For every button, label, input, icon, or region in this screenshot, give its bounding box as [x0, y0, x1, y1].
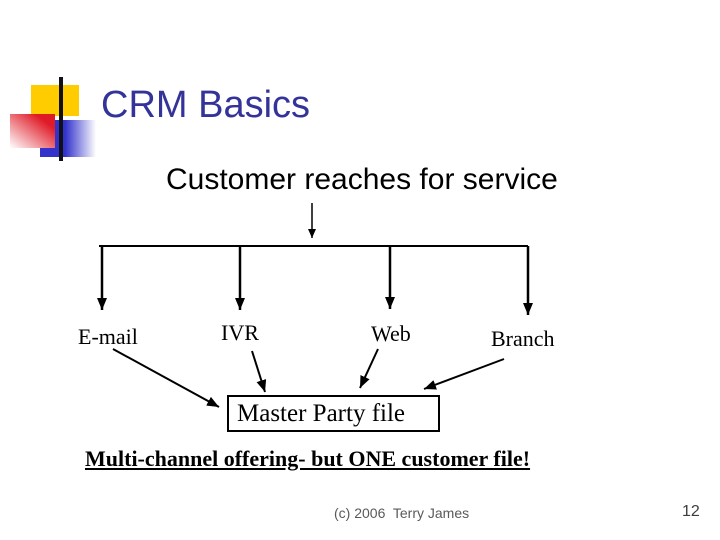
arrow-web-to-master — [359, 348, 379, 389]
slide-subtitle: Customer reaches for service — [166, 163, 558, 196]
slide-page-number: 12 — [682, 503, 700, 520]
logo-vertical-bar-icon — [59, 77, 63, 161]
slide-title: CRM Basics — [101, 84, 311, 126]
key-statement: Multi-channel offering- but ONE customer… — [85, 446, 531, 471]
master-party-file-box: Master Party file — [227, 395, 440, 432]
logo-yellow-square-icon — [31, 85, 79, 116]
arrow-ivr-to-master — [251, 350, 267, 393]
footer-copyright: (c) 2006 Terry James — [334, 505, 470, 521]
arrow-branch-to-master — [423, 358, 505, 390]
channel-label-ivr: IVR — [221, 320, 259, 345]
channel-label-web: Web — [371, 321, 411, 346]
channel-label-email: E-mail — [78, 324, 138, 349]
logo-red-square-icon — [10, 114, 55, 148]
channel-label-branch: Branch — [491, 326, 555, 351]
arrow-email-to-master — [112, 348, 220, 408]
